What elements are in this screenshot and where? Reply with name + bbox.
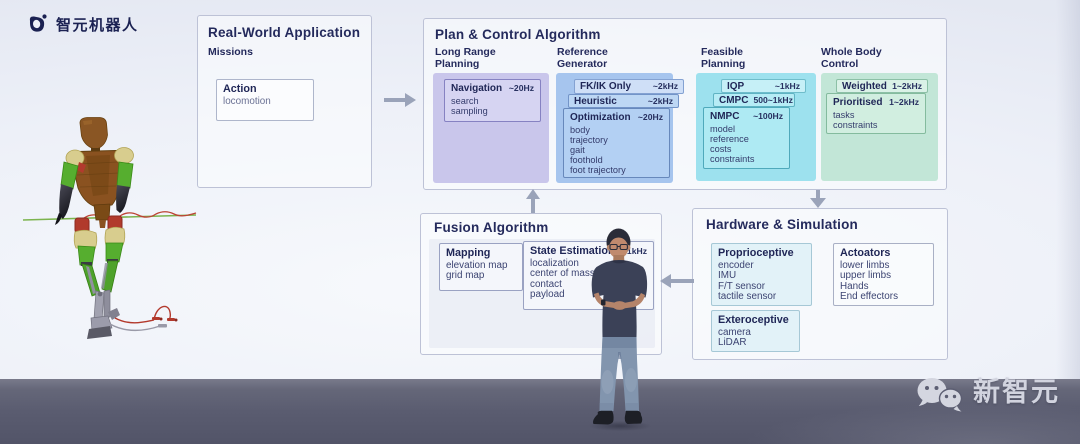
list-item: payload (530, 289, 565, 301)
feasible-planning-label: Feasible Planning (701, 46, 746, 70)
plan-control-title: Plan & Control Algorithm (435, 27, 601, 42)
real-world-title: Real-World Application (208, 25, 361, 40)
watermark: 新智元 (916, 377, 1060, 414)
robot-figure (22, 117, 197, 339)
mapping-title: Mapping (446, 247, 491, 259)
list-item: End effectors (840, 291, 899, 303)
reference-generator-label: Reference Generator (557, 46, 608, 70)
action-item: locomotion (223, 96, 271, 107)
list-item: F/T sensor (718, 280, 766, 292)
list-item: tasks (833, 110, 855, 120)
list-item: search (451, 96, 479, 106)
prioritised-freq: 1~2kHz (889, 97, 919, 107)
cmpc-freq: 500~1kHz (753, 95, 793, 105)
list-item: LiDAR (718, 337, 747, 349)
list-item: costs (710, 144, 732, 154)
list-item: upper limbs (840, 270, 892, 282)
heuristic-box: Heuristic ~2kHz (568, 94, 679, 108)
long-range-planning-label: Long Range Planning (435, 46, 496, 70)
proprioceptive-title: Proprioceptive (718, 247, 794, 259)
brand-logo: 智元机器人 (24, 12, 139, 37)
iqp-box: IQP ~1kHz (721, 79, 806, 93)
weighted-box: Weighted 1~2kHz (836, 79, 928, 93)
list-item: Hands (840, 280, 869, 292)
list-item: trajectory (570, 135, 608, 145)
brand-logo-text: 智元机器人 (56, 17, 139, 34)
prioritised-title: Prioritised (833, 97, 883, 108)
hardware-simulation-box: Hardware & Simulation Proprioceptive enc… (692, 208, 948, 360)
cmpc-box: CMPC 500~1kHz (713, 93, 795, 107)
prioritised-box: Prioritised 1~2kHz tasks constraints (826, 93, 926, 134)
list-item: gait (570, 145, 585, 155)
list-item: body (570, 125, 590, 135)
wechat-icon (917, 378, 963, 412)
list-item: foothold (570, 155, 603, 165)
long-range-planning-panel: Navigation ~20Hz search sampling (433, 73, 549, 183)
navigation-freq: ~20Hz (508, 83, 534, 93)
actuators-title: Actoators (840, 247, 891, 259)
state-estimation-freq: ~1kHz (621, 246, 647, 256)
actuators-box: Actoators lower limbs upper limbs Hands … (833, 243, 934, 306)
plan-control-box: Plan & Control Algorithm Long Range Plan… (423, 18, 947, 190)
presenter (591, 228, 648, 425)
nmpc-freq: ~100Hz (753, 111, 783, 121)
list-item: elevation map (446, 260, 508, 271)
mapping-box: Mapping elevation map grid map (439, 243, 523, 291)
fkik-freq: ~2kHz (652, 81, 678, 91)
iqp-freq: ~1kHz (774, 81, 800, 91)
nmpc-box: NMPC ~100Hz model reference costs constra… (703, 107, 790, 169)
list-item: foot trajectory (570, 165, 626, 175)
fkik-box: FK/IK Only ~2kHz (574, 79, 684, 94)
list-item: constraints (710, 154, 755, 164)
navigation-box: Navigation ~20Hz search sampling (444, 79, 541, 122)
cmpc-title: CMPC (719, 95, 749, 106)
heuristic-freq: ~2kHz (647, 96, 673, 106)
hardware-title: Hardware & Simulation (706, 217, 858, 232)
screen-right-edge (1056, 0, 1080, 380)
fkik-title: FK/IK Only (580, 81, 632, 92)
real-world-application-box: Real-World Application Missions Action l… (197, 15, 372, 188)
list-item: encoder (718, 260, 754, 271)
list-item: lower limbs (840, 260, 890, 271)
exteroceptive-title: Exteroceptive (718, 314, 789, 326)
weighted-freq: 1~2kHz (892, 81, 922, 91)
agibot-logo-icon (29, 14, 47, 32)
proprioceptive-box: Proprioceptive encoder IMU F/T sensor ta… (711, 243, 812, 306)
list-item: tactile sensor (718, 291, 777, 303)
whole-body-control-label: Whole Body Control (821, 46, 882, 70)
watermark-text: 新智元 (973, 377, 1060, 407)
list-item: camera (718, 327, 751, 338)
feasible-planning-panel: IQP ~1kHz CMPC 500~1kHz NMPC ~100Hz model r… (696, 73, 816, 181)
list-item: IMU (718, 270, 737, 282)
iqp-title: IQP (727, 81, 745, 92)
nmpc-title: NMPC (710, 111, 740, 122)
optimization-box: Optimization ~20Hz body trajectory gait f… (563, 108, 670, 178)
heuristic-title: Heuristic (574, 96, 617, 107)
exteroceptive-box: Exteroceptive camera LiDAR (711, 310, 800, 352)
list-item: constraints (833, 120, 878, 130)
list-item: sampling (451, 106, 488, 116)
list-item: contact (530, 278, 562, 290)
reference-generator-panel: FK/IK Only ~2kHz Heuristic ~2kHz Optimizat… (556, 73, 684, 183)
action-title: Action (223, 83, 257, 95)
navigation-title: Navigation (451, 83, 503, 94)
list-item: model (710, 124, 736, 134)
optimization-title: Optimization (570, 112, 631, 123)
list-item: localization (530, 258, 579, 269)
weighted-title: Weighted (842, 81, 887, 92)
optimization-freq: ~20Hz (637, 112, 663, 122)
list-item: center of mass (530, 268, 595, 280)
action-box: Action locomotion (216, 79, 314, 121)
fusion-title: Fusion Algorithm (434, 220, 549, 235)
list-item: reference (710, 134, 749, 144)
state-estimation-title: State Estimation (530, 245, 615, 257)
stage-floor (0, 379, 1080, 444)
missions-label: Missions (208, 46, 253, 58)
list-item: grid map (446, 270, 485, 282)
floor-highlight (594, 395, 1080, 444)
